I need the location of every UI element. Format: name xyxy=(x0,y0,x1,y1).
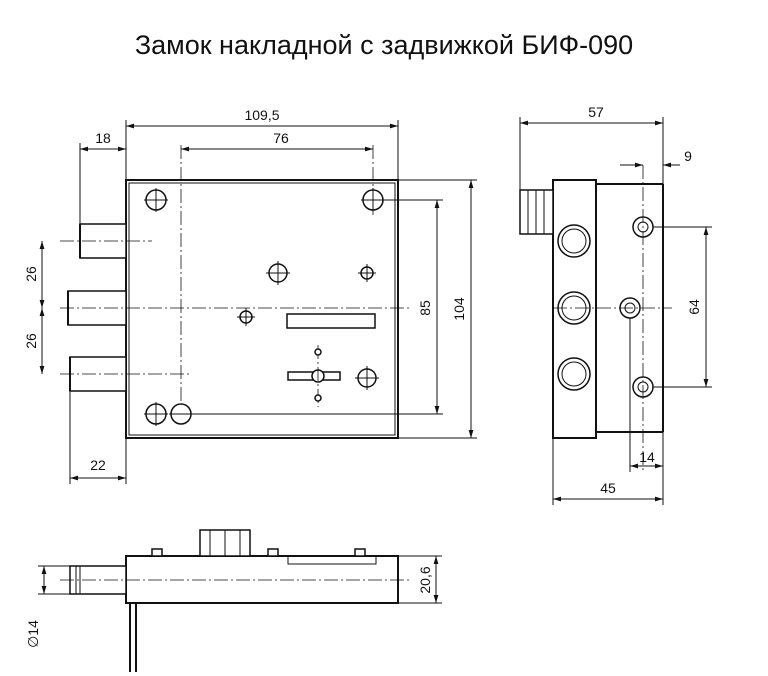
keyhole xyxy=(287,345,341,407)
dim-bottom-thickness: 20,6 xyxy=(417,566,433,593)
dim-front-width: 109,5 xyxy=(244,107,279,123)
dim-side-holes: 64 xyxy=(686,299,702,315)
dim-side-offset: 9 xyxy=(684,148,692,164)
dim-bolt-diameter: ∅14 xyxy=(25,620,41,648)
dim-hole-spacing: 76 xyxy=(273,130,289,146)
front-view: 109,5 76 18 26 26 22 85 104 xyxy=(23,107,477,484)
side-view: 57 9 64 14 45 xyxy=(519,104,712,505)
dim-inner-height: 85 xyxy=(417,300,433,316)
bolt-end-1 xyxy=(557,224,591,258)
dim-pitch-upper: 26 xyxy=(23,266,39,282)
dim-bolt-offset: 18 xyxy=(95,130,111,146)
lock-body-bottom xyxy=(125,555,399,604)
mounting-holes xyxy=(144,188,385,426)
latch-slot xyxy=(286,313,376,329)
lock-body-side xyxy=(552,179,597,439)
dim-bolt-base: 22 xyxy=(90,457,106,473)
drawing-title: Замок накладной с задвижкой БИФ-090 xyxy=(134,30,634,60)
bolts-front xyxy=(67,223,127,392)
bolt-end-3 xyxy=(557,357,591,391)
dim-side-bottom: 14 xyxy=(639,449,655,465)
dim-total-height: 104 xyxy=(451,297,467,321)
bottom-view: 20,6 ∅14 xyxy=(25,529,442,672)
dim-side-body: 45 xyxy=(600,480,616,496)
lock-body-front xyxy=(125,179,399,439)
dim-pitch-lower: 26 xyxy=(23,333,39,349)
dim-side-total: 57 xyxy=(588,104,604,120)
